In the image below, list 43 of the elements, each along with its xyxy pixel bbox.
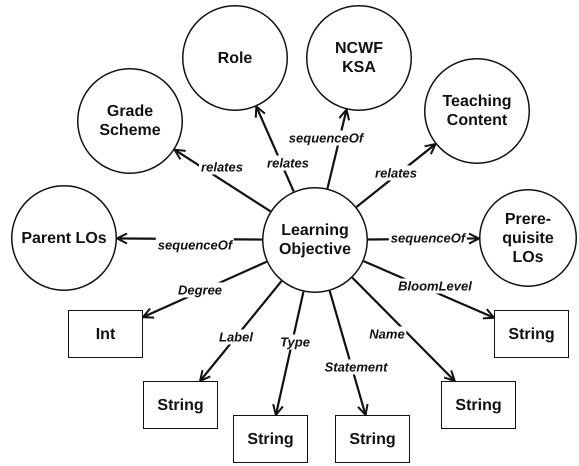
type-box <box>335 415 410 463</box>
edge-label: Degree <box>176 282 224 298</box>
concept-circle <box>11 185 117 291</box>
node-label: String <box>156 396 205 414</box>
node-label: Role <box>216 48 254 68</box>
type-box <box>68 310 143 358</box>
node-label: Int <box>94 324 116 344</box>
edge-label: BloomLevel <box>396 278 474 294</box>
arrow <box>272 291 304 416</box>
edge-label: Type <box>278 334 312 350</box>
concept-circle <box>182 5 288 111</box>
node-label: NCWF KSA <box>334 39 384 77</box>
arrow <box>328 290 369 416</box>
concept-circle <box>479 189 577 287</box>
node-label: Learning Objective <box>278 221 352 259</box>
edge-label: relates <box>373 166 419 180</box>
edge-label: sequenceOf <box>388 230 468 246</box>
edge-label: Label <box>217 330 255 344</box>
node-label: Grade Scheme <box>98 102 162 140</box>
edge-label: Statement <box>322 360 390 374</box>
node-label: Teaching Content <box>441 92 513 130</box>
concept-circle <box>424 58 530 164</box>
node-label: String <box>348 430 397 448</box>
type-box <box>233 415 308 463</box>
edge-label: relates <box>265 156 311 170</box>
arrow <box>174 148 272 212</box>
node-label: String <box>454 396 503 414</box>
type-box <box>494 310 569 358</box>
edge-label: relates <box>199 160 245 174</box>
concept-circle <box>262 187 368 293</box>
edge-label: Name <box>367 326 407 342</box>
node-label: Prere- quisite LOs <box>501 210 555 266</box>
arrow <box>199 280 282 382</box>
concept-circle <box>306 5 412 111</box>
arrow <box>352 276 456 382</box>
edge-label: sequenceOf <box>156 238 234 252</box>
node-label: String <box>507 324 556 344</box>
type-box <box>143 381 218 429</box>
type-box <box>441 381 516 429</box>
edge-label: sequenceOf <box>286 130 366 146</box>
node-label: String <box>246 430 295 448</box>
concept-circle <box>77 68 183 174</box>
node-label: Parent LOs <box>20 228 108 248</box>
